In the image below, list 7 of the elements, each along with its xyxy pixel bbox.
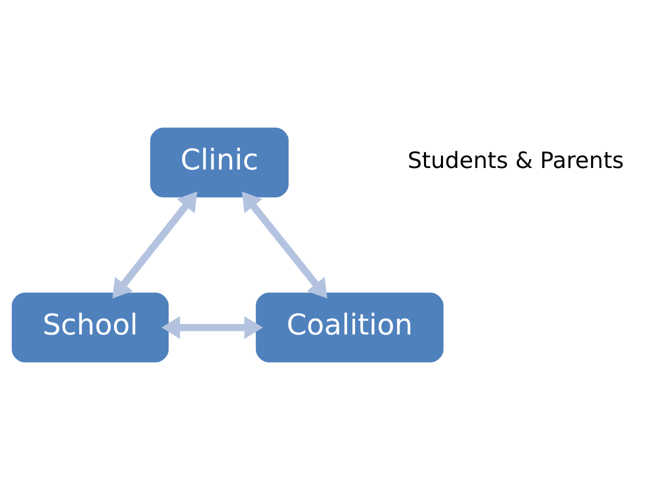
node-box: Clinic	[150, 128, 289, 198]
node-box: Coalition	[256, 292, 444, 362]
label: Students & Parents	[408, 148, 624, 174]
node-box: School	[12, 292, 169, 362]
arrow	[242, 192, 328, 299]
arrow	[112, 191, 198, 299]
arrow	[161, 316, 263, 339]
